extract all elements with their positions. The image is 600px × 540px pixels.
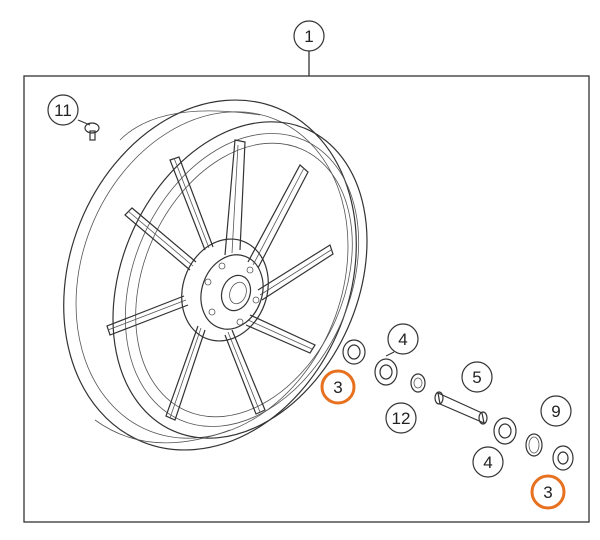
callout-4-lower-label: 4 [483,453,492,472]
bearing-left [342,339,366,365]
callout-4-upper-label: 4 [398,330,407,349]
wheel-drawing [63,99,368,451]
wheel-spokes [106,139,334,421]
callout-4-lower: 4 [472,446,504,478]
callout-9-label: 9 [551,402,560,421]
callout-3-left-label: 3 [333,378,342,397]
callout-1: 1 [293,20,325,52]
wheel-hub [181,238,269,342]
callout-5: 5 [461,361,493,393]
callout-11: 11 [47,94,79,126]
callout-3-right-circle [530,474,566,510]
callout-4-upper-circle [387,323,419,355]
callout-12-label: 12 [392,409,411,428]
callout-3-right: 3 [530,474,566,510]
callout-3-left: 3 [320,369,356,405]
callout-12: 12 [385,402,417,434]
callout-1-label: 1 [304,27,313,46]
callout-3-left-circle [320,369,356,405]
callout-5-label: 5 [472,368,481,387]
bearing-4-right [493,417,517,445]
callout-3-right-label: 3 [543,483,552,502]
callout-9-circle [540,395,572,427]
bearing-4-left [374,351,398,386]
bearing-right [552,445,574,471]
spacer-sleeve-5 [434,391,488,425]
callout-9: 9 [540,395,572,427]
screw-part [77,119,100,141]
callout-4-upper: 4 [387,323,419,355]
callout-12-circle [385,402,417,434]
callout-1-circle [293,20,325,52]
callout-11-label: 11 [54,101,72,120]
seal-ring-9 [525,433,543,457]
spacer-12 [410,373,426,393]
callout-11-circle [47,94,79,126]
callout-5-circle [461,361,493,393]
assembly-frame [23,75,590,523]
callout-4-lower-circle [472,446,504,478]
